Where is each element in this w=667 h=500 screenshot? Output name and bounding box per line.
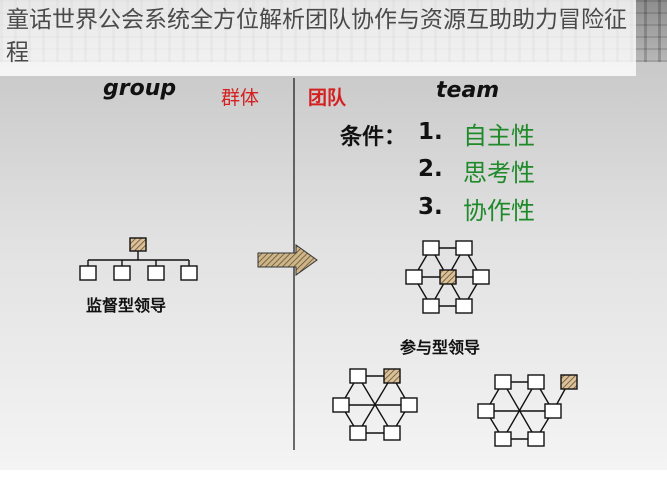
member-node xyxy=(400,397,418,413)
member-node xyxy=(349,368,367,384)
member-node xyxy=(455,298,473,314)
supervisor-node xyxy=(129,237,147,252)
participative-network-top xyxy=(405,240,490,314)
condition-number-2: 2. xyxy=(418,156,443,182)
bottom-margin xyxy=(0,470,667,500)
leader-node xyxy=(383,368,401,384)
participative-network-right xyxy=(477,374,578,447)
member-node xyxy=(477,403,495,419)
member-node xyxy=(383,425,401,441)
member-node xyxy=(349,425,367,441)
conditions-heading: 条件： xyxy=(340,125,407,150)
supervisory-org-chart xyxy=(79,237,198,281)
right-caption: 参与型领导 xyxy=(400,338,481,357)
member-node xyxy=(472,269,490,285)
leader-node xyxy=(560,374,578,390)
group-label-zh: 群体 xyxy=(221,87,260,109)
member-node xyxy=(494,374,512,390)
condition-text-3: 协作性 xyxy=(463,197,535,225)
member-node xyxy=(405,269,423,285)
member-node xyxy=(79,265,97,281)
condition-number-3: 3. xyxy=(418,194,443,220)
member-node xyxy=(494,431,512,447)
transition-arrow xyxy=(257,244,318,276)
member-node xyxy=(422,240,440,256)
member-node xyxy=(113,265,131,281)
team-label-zh: 团队 xyxy=(308,87,347,109)
team-label-en: team xyxy=(436,78,500,103)
member-node xyxy=(544,403,562,419)
condition-text-1: 自主性 xyxy=(463,122,535,150)
member-node xyxy=(147,265,165,281)
member-node xyxy=(332,397,350,413)
member-node xyxy=(455,240,473,256)
left-caption: 监督型领导 xyxy=(86,296,167,315)
condition-number-1: 1. xyxy=(418,119,443,145)
member-node xyxy=(180,265,198,281)
member-node xyxy=(527,374,545,390)
member-node xyxy=(422,298,440,314)
page-title: 童话世界公会系统全方位解析团队协作与资源互助助力冒险征程 xyxy=(6,7,627,66)
group-label-en: group xyxy=(103,76,177,101)
member-node xyxy=(527,431,545,447)
title-banner: 童话世界公会系统全方位解析团队协作与资源互助助力冒险征程 xyxy=(0,0,636,76)
participative-network-left xyxy=(332,368,418,441)
condition-text-2: 思考性 xyxy=(463,159,535,187)
leader-node xyxy=(439,269,457,285)
